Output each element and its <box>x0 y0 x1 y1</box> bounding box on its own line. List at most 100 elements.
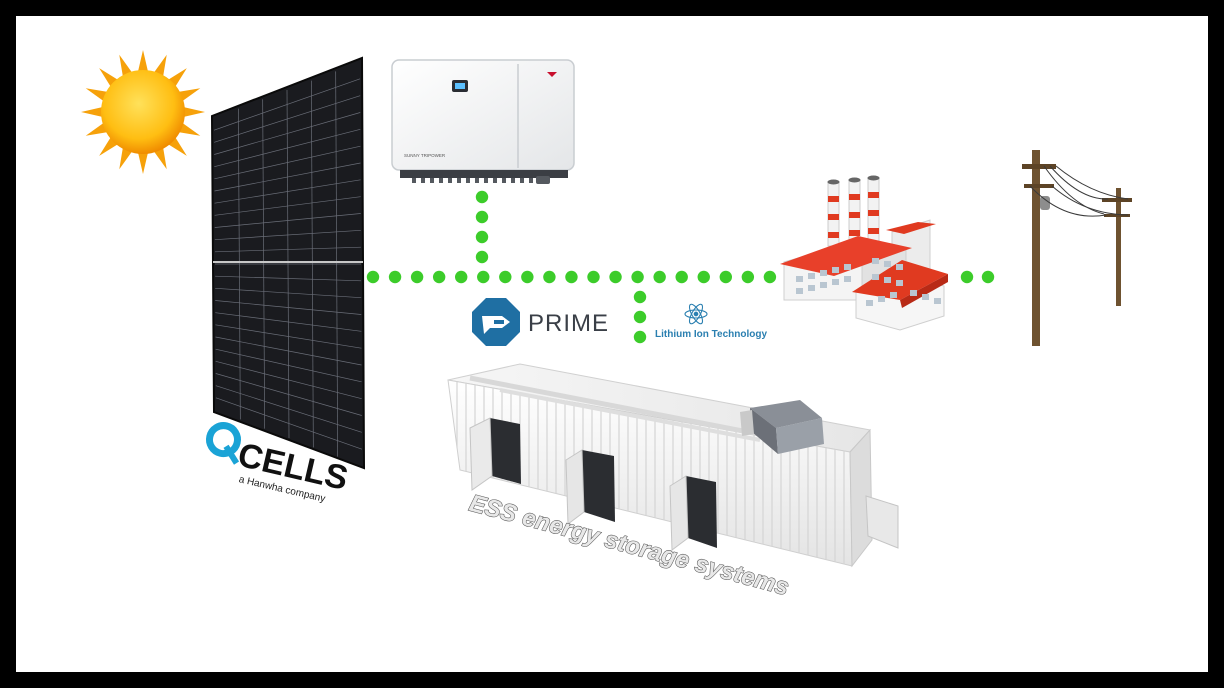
panel-grid-line <box>215 300 362 315</box>
connection-dot <box>741 270 755 284</box>
inverter-connector <box>511 178 515 183</box>
factory-window <box>934 298 941 304</box>
panel-grid-line <box>215 336 362 366</box>
connection-dot <box>499 270 512 284</box>
connection-dot <box>633 310 647 324</box>
inverter-icon: SUNNY TRIPOWER <box>391 59 575 184</box>
connection-dot <box>631 270 644 284</box>
inverter-connector <box>430 178 434 183</box>
inverter-connector <box>421 178 425 183</box>
panel-grid-line <box>214 112 361 155</box>
hvac-unit <box>740 400 824 454</box>
panel-grid-line <box>215 373 362 416</box>
factory-window <box>866 300 873 306</box>
sun-ray <box>119 54 133 78</box>
factory-window <box>872 258 879 264</box>
solar-panel-icon <box>210 56 366 470</box>
panel-grid-line <box>214 145 361 180</box>
inverter-connector <box>493 178 497 183</box>
sun-ray <box>177 88 201 102</box>
chimneys <box>827 175 880 247</box>
sun-ray <box>137 151 149 174</box>
panel-grid-line <box>214 229 361 241</box>
sun-ray <box>182 106 205 118</box>
inverter-connector <box>536 176 550 184</box>
connection-dot <box>675 270 688 284</box>
factory-window <box>922 294 929 300</box>
factory-window <box>878 296 885 302</box>
panel-grid-line <box>214 128 361 168</box>
connection-dot <box>960 270 974 284</box>
connection-dot <box>475 210 489 224</box>
factory-window <box>884 277 891 283</box>
atom-icon <box>684 303 708 325</box>
connection-dot <box>653 270 666 284</box>
panel-grid-line <box>215 397 363 450</box>
inverter-connector <box>484 178 488 183</box>
panel-grid-line <box>214 213 361 228</box>
connection-dot <box>410 270 424 284</box>
panel-grid-line <box>213 78 361 131</box>
connection-lines <box>366 190 995 344</box>
connection-dot <box>366 270 380 284</box>
panel-grid-line <box>215 287 362 299</box>
factory-window <box>832 267 839 273</box>
panel-grid-line <box>214 95 361 143</box>
connection-dot <box>633 330 647 344</box>
connection-dot <box>609 270 622 284</box>
connection-dot <box>475 250 489 264</box>
lithium-ion-logo: Lithium Ion Technology <box>655 303 767 340</box>
connection-dot <box>981 270 995 284</box>
factory-window <box>910 290 917 296</box>
factory-window <box>820 282 827 288</box>
connection-dot <box>543 270 556 284</box>
sun-ray <box>153 54 167 78</box>
connection-dot <box>719 270 732 284</box>
sun-ray <box>119 146 133 170</box>
sun-ray <box>153 146 167 170</box>
container-doors <box>469 417 899 551</box>
panel-grid-line <box>215 324 362 349</box>
inverter-connector <box>439 178 443 183</box>
factory-window <box>808 285 815 291</box>
inverter-connector <box>448 178 452 183</box>
connection-dot <box>587 270 600 284</box>
sun-ray <box>81 106 104 118</box>
panel-grid-line <box>215 275 362 282</box>
sun-ray <box>85 88 109 102</box>
factory-window <box>884 261 891 267</box>
sun-ray <box>85 122 109 136</box>
panel-grid-line <box>215 385 362 433</box>
inverter-connector <box>502 178 506 183</box>
power-pole-icon <box>1022 150 1132 346</box>
panel-grid-line <box>214 179 361 204</box>
factory-window <box>832 279 839 285</box>
sun-ray <box>137 50 149 73</box>
connection-dot <box>432 270 446 284</box>
panel-grid-line <box>214 196 361 216</box>
panel-grid-line <box>215 360 362 400</box>
factory-window <box>890 292 897 298</box>
inverter-connector <box>475 178 479 183</box>
factory-window <box>796 288 803 294</box>
factory-window <box>808 273 815 279</box>
inverter-connector <box>520 178 524 183</box>
panel-grid-line <box>214 246 361 253</box>
sun-ray <box>177 122 201 136</box>
prime-logo: PRIME <box>472 298 608 346</box>
factory-window <box>872 274 879 280</box>
panel-grid-line <box>215 348 362 383</box>
factory-window <box>844 276 851 282</box>
panel-grid-line <box>215 312 362 332</box>
factory-icon <box>780 175 948 331</box>
connection-dot <box>388 270 402 284</box>
inverter-connector <box>457 178 461 183</box>
connection-dot <box>475 230 489 244</box>
factory-window <box>844 264 851 270</box>
connection-dot <box>475 190 489 204</box>
connection-dot <box>697 270 710 284</box>
factory-window <box>896 280 903 286</box>
sun-icon <box>81 50 205 174</box>
